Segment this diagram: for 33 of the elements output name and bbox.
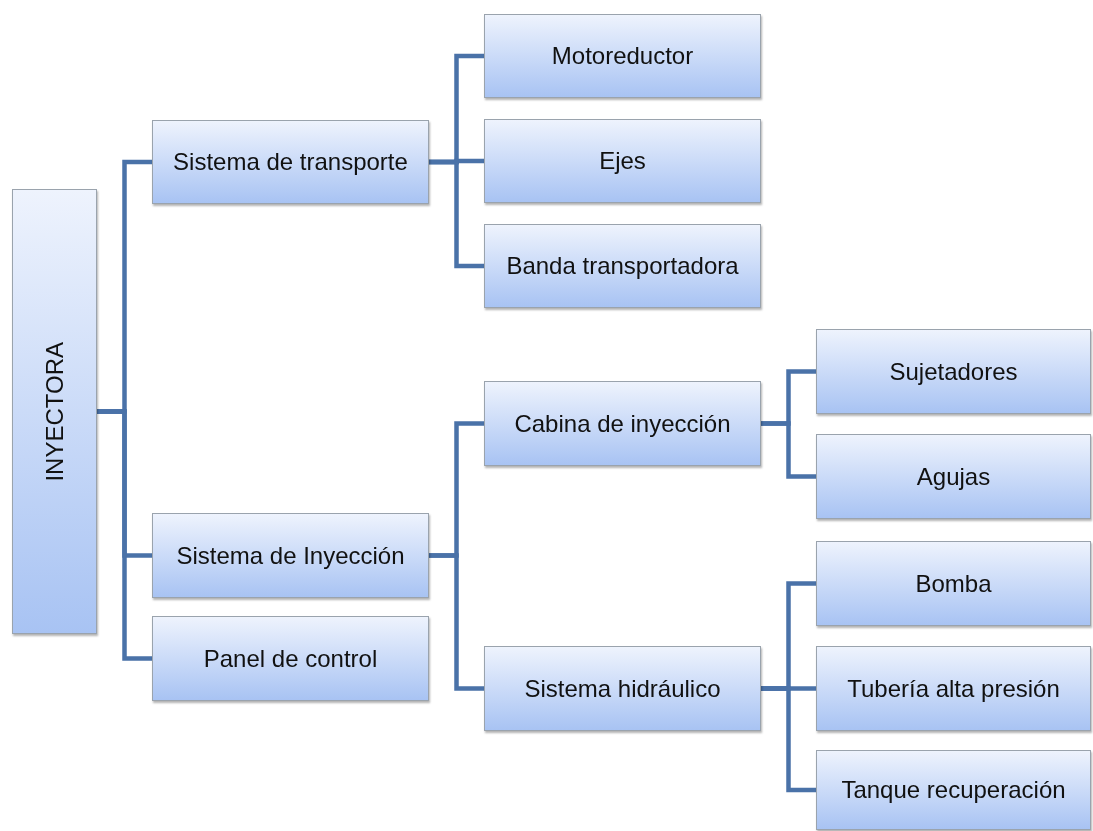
component-box <box>816 646 1091 731</box>
box-label: Motoreductor <box>550 41 695 72</box>
connector-line <box>97 409 152 661</box>
box-label: INYECTORA <box>39 341 69 482</box>
box-label: Sujetadores <box>888 356 1019 387</box>
box-label: Cabina de inyección <box>513 408 732 439</box>
box-label: Panel de control <box>202 643 379 674</box>
box-label: Agujas <box>915 461 992 492</box>
component-box <box>816 750 1091 830</box>
box-label: Ejes <box>598 146 647 177</box>
component-box <box>152 513 429 598</box>
component-box <box>152 616 429 701</box>
box-label: Sistema de Inyección <box>175 540 406 571</box>
component-box <box>816 434 1091 519</box>
box-label: Tanque recuperación <box>840 775 1067 806</box>
component-box <box>12 189 97 634</box>
component-box <box>484 14 761 98</box>
component-box <box>484 119 761 203</box>
connector-line <box>429 159 484 269</box>
connector-line <box>761 686 816 793</box>
box-label: Tubería alta presión <box>846 673 1061 704</box>
connector-line <box>761 421 816 479</box>
component-box <box>816 329 1091 414</box>
box-label: Sistema hidráulico <box>523 673 722 704</box>
box-label: Sistema de transporte <box>172 147 409 178</box>
box-label: Banda transportadora <box>505 251 740 282</box>
component-box <box>816 541 1091 626</box>
component-box <box>484 224 761 308</box>
connector-line <box>429 553 484 691</box>
component-box <box>152 120 429 204</box>
component-box <box>484 646 761 731</box>
component-box <box>484 381 761 466</box>
box-label: Bomba <box>914 568 993 599</box>
